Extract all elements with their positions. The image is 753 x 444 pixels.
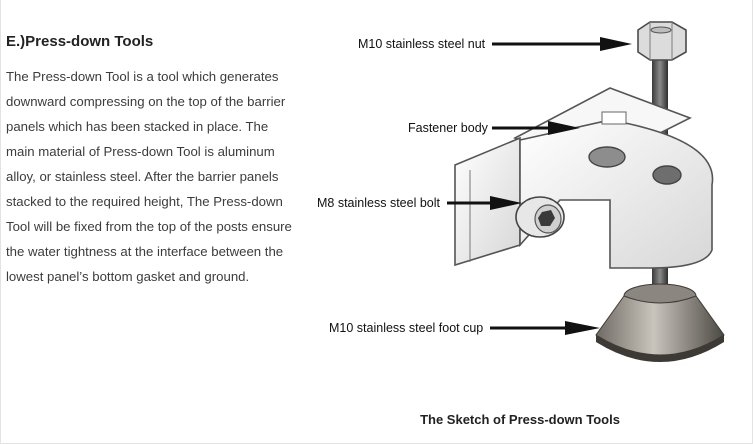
- left-border: [0, 0, 1, 444]
- arrow-nut: [492, 37, 632, 51]
- press-down-tool-sketch: [447, 21, 725, 362]
- label-fastener-body: Fastener body: [408, 121, 488, 135]
- m8-bolt: [515, 196, 565, 238]
- section-body: The Press-down Tool is a tool which gene…: [6, 69, 292, 284]
- label-bolt: M8 stainless steel bolt: [317, 196, 440, 210]
- foot-cup: [595, 283, 725, 362]
- hex-nut: [637, 21, 687, 61]
- label-foot-cup: M10 stainless steel foot cup: [329, 321, 484, 335]
- arrow-foot-cup: [490, 321, 600, 335]
- label-nut: M10 stainless steel nut: [358, 37, 486, 51]
- fastener-body: [454, 87, 714, 269]
- section-title: E.)Press-down Tools: [6, 33, 154, 50]
- arrow-fastener: [492, 121, 580, 135]
- arrow-bolt: [447, 196, 522, 210]
- figure-caption: The Sketch of Press-down Tools: [420, 412, 620, 427]
